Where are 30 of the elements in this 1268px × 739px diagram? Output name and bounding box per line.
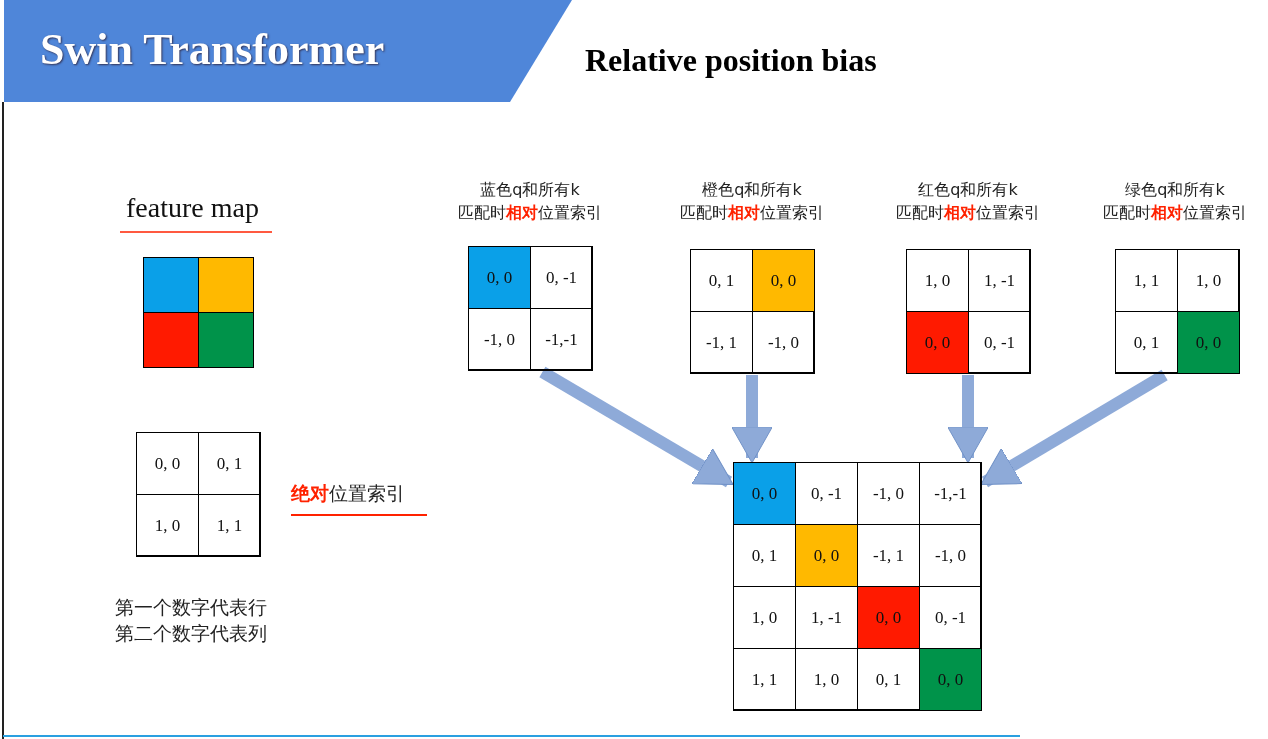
arrow xyxy=(980,369,1168,488)
heading: feature map xyxy=(126,192,259,224)
matrix-cell: 0, -1 xyxy=(968,311,1031,374)
arrow xyxy=(947,375,989,464)
matrix-cell: 1, 1 xyxy=(198,494,261,557)
heading: 绿色q和所有k 匹配时相对位置索引 xyxy=(1102,179,1248,224)
arrow xyxy=(539,366,734,488)
note-text: 第二个数字代表列 xyxy=(115,621,267,646)
matrix-cell: 0, 0 xyxy=(795,524,858,587)
matrix-cell: -1,-1 xyxy=(530,308,593,371)
matrix-cell: -1, 0 xyxy=(752,311,815,374)
matrix-cell: 0, 0 xyxy=(906,311,969,374)
subtitle: Relative position bias xyxy=(585,42,877,79)
matrix-cell xyxy=(143,312,199,368)
matrix-cell: 0, 0 xyxy=(752,249,815,312)
matrix-cell: 0, 0 xyxy=(1177,311,1240,374)
note-text: 绝对位置索引 xyxy=(291,481,405,506)
heading: 红色q和所有k 匹配时相对位置索引 xyxy=(895,179,1041,224)
matrix-cell xyxy=(198,257,254,313)
heading: 蓝色q和所有k 匹配时相对位置索引 xyxy=(457,179,603,224)
note-text: 第一个数字代表行 xyxy=(115,595,267,620)
slide-title: Swin Transformer xyxy=(40,24,385,75)
matrix-cell xyxy=(143,257,199,313)
arrow xyxy=(731,375,773,464)
matrix-cell: 0, 0 xyxy=(919,648,982,711)
matrix-cell: 0, 0 xyxy=(857,586,920,649)
matrix-cell: 0, 0 xyxy=(733,462,796,525)
matrix-cell xyxy=(198,312,254,368)
heading: 橙色q和所有k 匹配时相对位置索引 xyxy=(679,179,825,224)
matrix-cell: 0, 0 xyxy=(468,246,531,309)
